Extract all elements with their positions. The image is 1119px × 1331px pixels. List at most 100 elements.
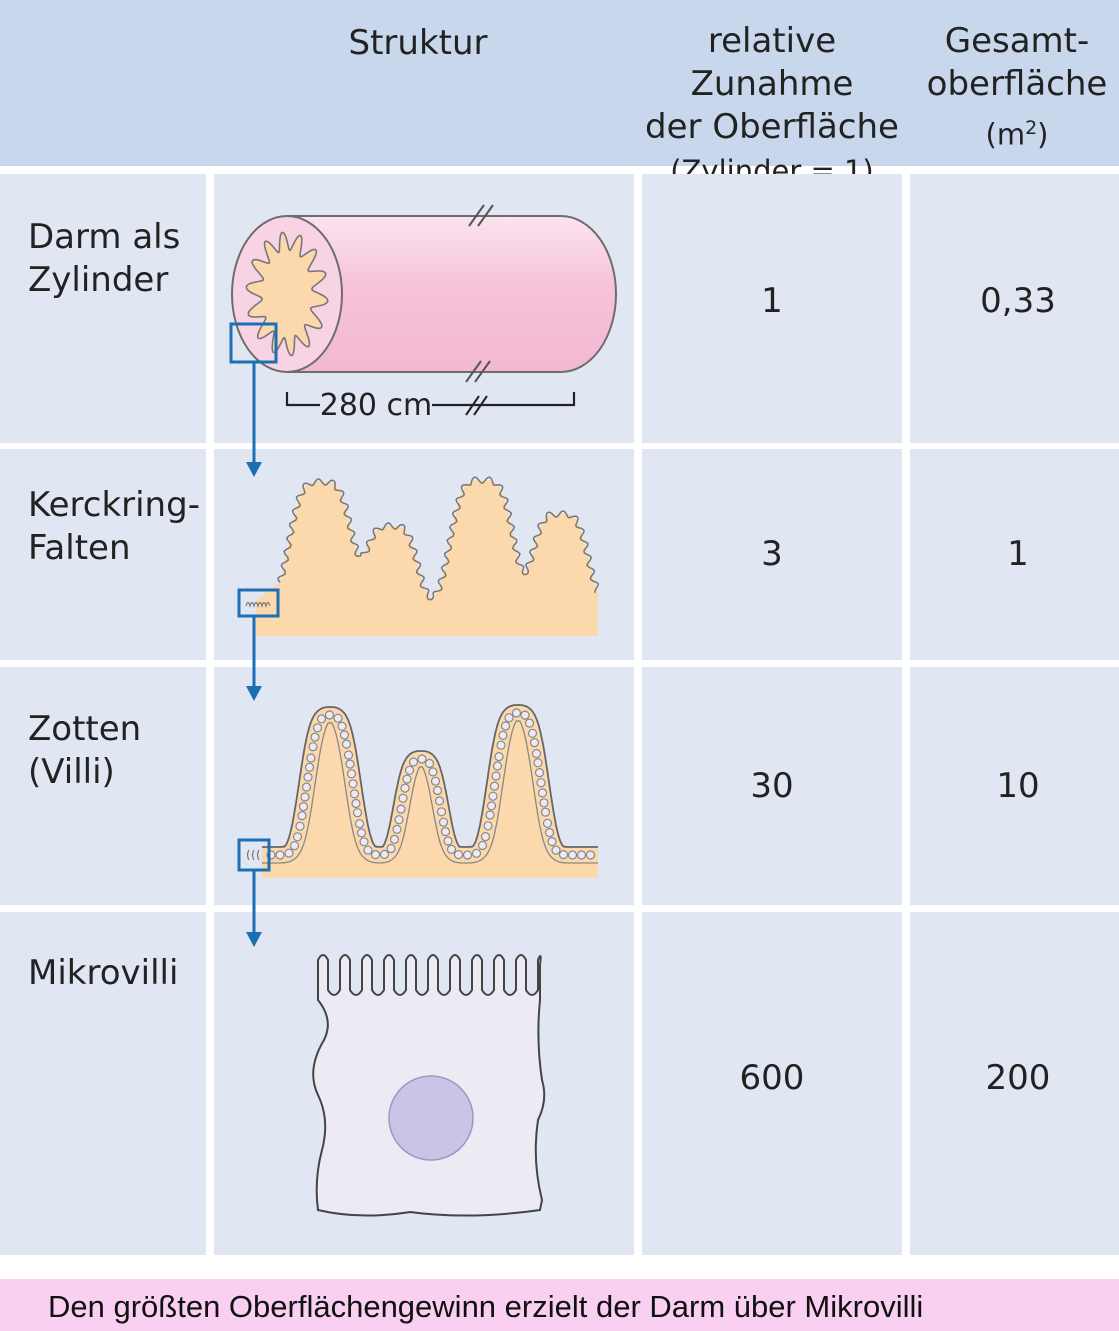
epithelial-cell	[540, 807, 551, 817]
cell-relative-row1	[642, 174, 902, 443]
relative-value-cylinder: 1	[761, 281, 783, 321]
epithelial-cell	[488, 791, 498, 801]
epithelial-cell	[520, 710, 530, 720]
epithelial-cell	[339, 730, 350, 740]
epithelial-cell	[289, 841, 300, 851]
epithelial-cell	[576, 850, 587, 860]
epithelial-cell	[300, 792, 310, 802]
epithelial-cell	[417, 754, 427, 764]
epithelial-cell	[312, 723, 323, 733]
epithelial-cell	[316, 714, 327, 724]
zoom-box-kerckring	[237, 588, 280, 618]
epithelial-cell	[534, 767, 545, 778]
epithelial-cell	[304, 762, 315, 772]
epithelial-cell	[337, 721, 347, 731]
cell-label-row2	[0, 449, 206, 660]
epithelial-cell	[275, 850, 285, 860]
kerckring-folds-illustration	[256, 476, 600, 636]
epithelial-cell	[306, 753, 316, 763]
epithelial-cell	[462, 850, 473, 860]
header-relative-line1: relative Zunahme	[690, 21, 854, 104]
epithelial-cell	[284, 848, 294, 858]
epithelial-cell	[396, 804, 406, 814]
epithelial-cell	[511, 708, 522, 718]
row-label-cylinder: Darm als Zylinder	[28, 217, 181, 300]
arrow-down-icon	[246, 686, 262, 701]
epithelial-cell	[341, 739, 352, 749]
epithelial-cell	[298, 801, 309, 812]
cell-relative-row3	[642, 667, 902, 905]
epithelial-cell	[524, 718, 535, 728]
epithelial-cell	[400, 783, 410, 793]
epithelial-cell	[398, 793, 408, 803]
cell-relative-row2	[642, 449, 902, 660]
epithelial-cell	[477, 840, 488, 851]
epithelial-cell	[504, 713, 514, 723]
epithelial-cell	[394, 815, 404, 825]
epithelial-cell	[547, 836, 557, 847]
epithelial-cell	[494, 751, 504, 762]
epithelial-cell	[349, 789, 360, 799]
epithelial-cell	[352, 808, 363, 818]
epithelial-cell	[345, 759, 355, 769]
epithelial-cell	[551, 845, 561, 855]
cell-nucleus	[388, 1075, 474, 1161]
epithelial-cell	[453, 849, 464, 860]
header-total-unit-suffix: )	[1037, 117, 1049, 152]
epithelial-cell	[443, 836, 453, 846]
epithelial-cell	[567, 850, 578, 860]
epithelial-cell	[533, 758, 543, 768]
epithelial-cell	[386, 843, 396, 854]
table-header	[0, 0, 1119, 166]
header-relative-line2: der Oberfläche	[645, 107, 899, 147]
epithelial-cell	[492, 761, 503, 771]
cell-label-row4	[0, 912, 206, 1255]
epithelial-cell	[402, 774, 412, 784]
epithelial-cell	[343, 750, 354, 760]
relative-value-kerckring: 3	[761, 534, 783, 574]
cell-relative-row4	[642, 912, 902, 1255]
epithelial-cell	[297, 810, 307, 821]
epithelial-cell	[370, 849, 381, 860]
header-structure: Struktur	[348, 23, 488, 63]
epithelial-cell	[310, 732, 320, 742]
row-label-kerckring: Kerckring- Falten	[28, 485, 200, 568]
epithelial-cell	[301, 782, 312, 792]
epithelial-cell	[471, 848, 482, 859]
epithelial-cell	[480, 831, 491, 842]
cell-label-row1	[0, 174, 206, 443]
epithelial-cell	[537, 788, 548, 798]
relative-value-microvilli: 600	[739, 1058, 805, 1098]
epithelial-cell	[424, 758, 435, 769]
epithelial-cell	[346, 769, 357, 779]
epithelial-cell	[351, 798, 361, 809]
dimension-bracket: 280 cm	[285, 388, 576, 423]
epithelial-cell	[348, 779, 358, 789]
epithelial-cell	[539, 798, 549, 808]
epithelial-cell	[438, 817, 449, 827]
caption-text: Den größten Oberflächengewinn erzielt de…	[48, 1289, 924, 1324]
total-value-kerckring: 1	[1007, 534, 1029, 574]
epithelial-cell	[432, 785, 443, 796]
epithelial-cell	[491, 771, 501, 781]
total-value-villi: 10	[996, 766, 1040, 806]
arrow-down-icon	[246, 932, 262, 947]
cell-label-row3	[0, 667, 206, 905]
epithelial-cell	[324, 710, 335, 720]
epithelial-cell	[392, 824, 402, 835]
epithelial-cell	[408, 757, 419, 767]
arrow-down-icon	[246, 462, 262, 477]
epithelial-cell	[483, 821, 493, 831]
epithelial-cell	[356, 828, 367, 838]
villi-illustration	[262, 704, 598, 878]
epithelial-cell	[531, 748, 542, 759]
intestine-cylinder	[231, 204, 617, 383]
cell-total-row2	[910, 449, 1119, 660]
row-label-villi: Zotten (Villi)	[28, 709, 142, 792]
epithelial-cell	[303, 772, 313, 782]
epithelial-cell	[430, 776, 441, 786]
epithelial-cell	[440, 826, 451, 837]
relative-value-villi: 30	[750, 766, 794, 806]
epithelial-cell	[292, 832, 303, 842]
